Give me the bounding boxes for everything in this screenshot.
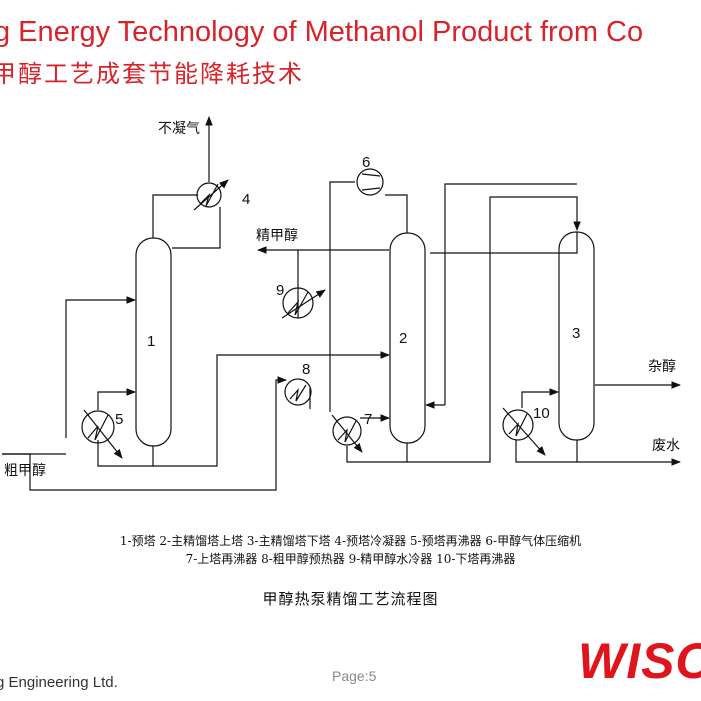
condenser-4 <box>193 179 229 211</box>
line-col1-feed <box>65 296 136 438</box>
number-7: 7 <box>364 411 372 428</box>
label-noncondensable-gas: 不凝气 <box>158 121 200 137</box>
legend-line-1: 1-预塔 2-主精馏塔上塔 3-主精馏塔下塔 4-预塔冷凝器 5-预塔再沸器 6… <box>119 534 582 548</box>
line-col2-overhead <box>385 194 408 233</box>
number-9: 9 <box>276 282 284 299</box>
wiso-logo: WISO <box>578 633 701 689</box>
label-wastewater: 废水 <box>652 438 680 454</box>
number-8: 8 <box>302 361 310 378</box>
reboiler-10 <box>502 407 546 456</box>
legend-line-2: 7-上塔再沸器 8-粗甲醇预热器 9-精甲醇水冷器 10-下塔再沸器 <box>185 552 516 566</box>
line-reboiler5-loop <box>97 440 154 467</box>
reboiler-5 <box>81 409 123 459</box>
column-2-upper-tower <box>389 232 426 444</box>
line-condenser4-return <box>172 207 221 249</box>
number-6: 6 <box>362 154 370 171</box>
line-col3-overhead <box>430 232 578 254</box>
number-10: 10 <box>533 405 550 422</box>
reboiler-7 <box>331 414 363 453</box>
diagram-caption: 甲醇热泵精馏工艺流程图 <box>262 590 439 608</box>
line-compressor6-to-reboiler <box>329 181 355 412</box>
line-crude-to-preheater <box>2 376 287 491</box>
slide-title-chinese: 甲醇工艺成套节能降耗技术 <box>0 60 304 88</box>
label-fusel-oil: 杂醇 <box>648 358 676 375</box>
number-5: 5 <box>115 411 123 428</box>
preheater-8 <box>284 378 312 406</box>
line-reboiler7-loop <box>346 443 408 463</box>
line-reboiler10-return <box>521 388 559 408</box>
line-col2-bottoms <box>407 196 581 463</box>
line-reboiler5-return <box>97 388 136 410</box>
number-1: 1 <box>147 333 155 350</box>
label-refined-methanol: 精甲醇 <box>256 227 298 244</box>
number-3: 3 <box>572 325 580 342</box>
compressor-6 <box>356 168 384 196</box>
footer-page-number: Page:5 <box>332 668 377 684</box>
line-col3-to-col2 <box>444 183 577 405</box>
number-4: 4 <box>242 191 250 208</box>
label-crude-methanol: 粗甲醇 <box>4 462 46 479</box>
footer-company-name: g Engineering Ltd. <box>0 674 118 691</box>
cooler-9 <box>281 287 326 319</box>
line-col1-bottoms <box>153 351 390 467</box>
number-2: 2 <box>399 330 407 347</box>
line-col1-overhead <box>152 194 198 238</box>
slide-title-english: g Energy Technology of Methanol Product … <box>0 16 644 48</box>
line-reboiler10-loop <box>515 440 577 463</box>
